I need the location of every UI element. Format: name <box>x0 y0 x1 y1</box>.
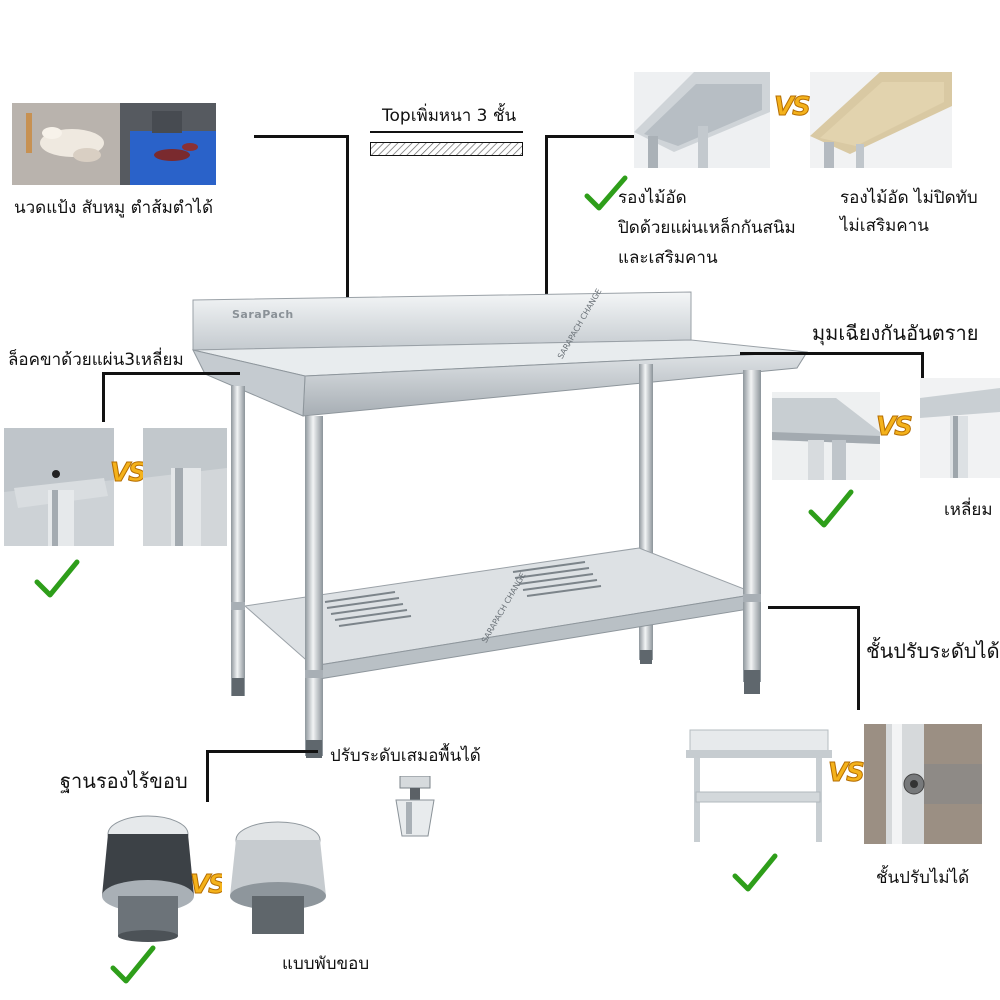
shelf-adjust-good-photo <box>684 720 834 842</box>
leg-lock-good-photo <box>4 428 114 546</box>
backing-bad-label-1: รองไม้อัด ไม่ปิดทับ <box>840 188 978 208</box>
shelf-adjust-label: ชั้นปรับระดับได้ <box>866 639 1000 663</box>
vs-badge-base: VS <box>190 870 228 901</box>
check-icon <box>808 489 854 528</box>
leader-line-uses <box>254 135 349 138</box>
base-label: ฐานรองไร้ขอบ <box>60 769 188 793</box>
leg-lock-label: ล็อคขาด้วยแผ่น3เหลี่ยม <box>8 350 184 370</box>
backing-good-label-1: รองไม้อัด <box>618 188 687 208</box>
leader-line-corner-vert <box>921 352 924 378</box>
leader-line-base-vert <box>206 750 209 802</box>
leveling-foot-icon <box>395 776 435 837</box>
leader-line-uses-vert <box>346 135 349 350</box>
vs-badge-leg-lock: VS <box>110 458 148 489</box>
leveling-foot-label: ปรับระดับเสมอพื้นได้ <box>330 746 481 766</box>
leader-line-shelf <box>768 606 860 609</box>
shelf-fixed-photo <box>864 724 982 844</box>
thickness-sample-icon <box>370 142 523 156</box>
thickness-line <box>370 131 523 133</box>
check-icon <box>110 945 156 984</box>
leader-line-shelf-vert <box>857 606 860 710</box>
backing-good-photo <box>634 72 770 168</box>
backing-bad-photo <box>810 72 952 168</box>
check-icon <box>584 175 628 211</box>
corner-label: มุมเฉียงกันอันตราย <box>812 321 979 345</box>
usage-photo <box>12 103 216 185</box>
corner-good-photo <box>772 392 880 480</box>
backing-good-label-3: และเสริมคาน <box>618 248 718 268</box>
base-good-photo <box>96 810 200 942</box>
vs-badge-corner: VS <box>876 412 914 443</box>
brand-engraving: SaraPach <box>232 308 294 321</box>
base-bad-photo <box>222 816 334 940</box>
shelf-fixed-label: ชั้นปรับไม่ได้ <box>876 868 970 888</box>
leader-line-corner <box>740 352 924 355</box>
leader-line-backing <box>545 135 640 138</box>
corner-bad-label: เหลี่ยม <box>944 500 993 520</box>
check-icon <box>732 853 778 892</box>
backing-good-label-2: ปิดด้วยแผ่นเหล็กกันสนิม <box>618 218 796 238</box>
base-bad-label: แบบพับขอบ <box>282 954 370 974</box>
leader-line-leg-lock-vert <box>102 372 105 422</box>
uses-label: นวดแป้ง สับหมู ตำส้มตำได้ <box>14 198 213 218</box>
vs-badge-shelf: VS <box>828 758 866 789</box>
top-thickness-label: Topเพิ่มหนา 3 ชั้น <box>382 106 517 126</box>
vs-badge-backing: VS <box>774 92 812 123</box>
leader-line-backing-vert <box>545 135 548 349</box>
leg-lock-bad-photo <box>143 428 227 546</box>
corner-bad-photo <box>920 378 1000 478</box>
leader-line-leg-lock <box>102 372 240 375</box>
backing-bad-label-2: ไม่เสริมคาน <box>840 216 929 236</box>
check-icon <box>34 559 80 598</box>
leader-line-base <box>206 750 318 753</box>
stainless-table-image <box>192 291 808 758</box>
